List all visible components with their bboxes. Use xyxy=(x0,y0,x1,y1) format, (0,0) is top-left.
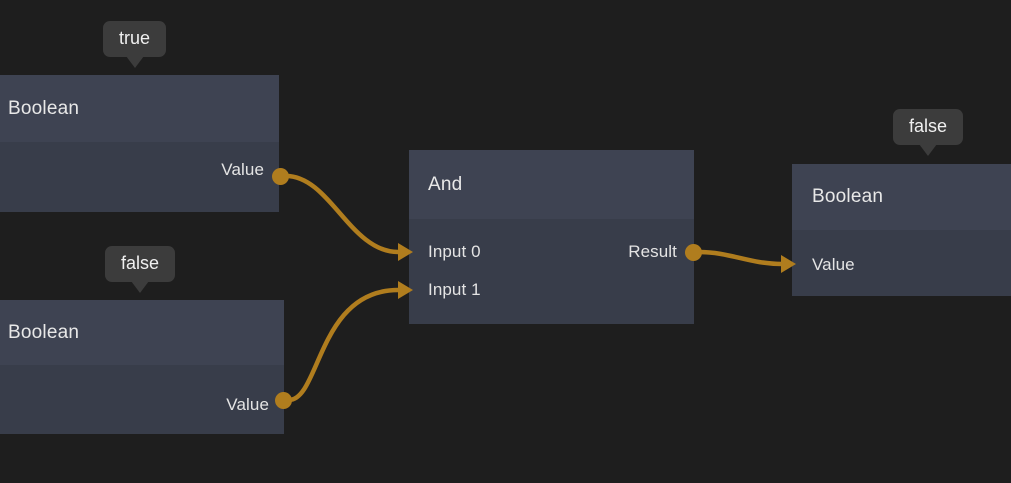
tooltip-text: false xyxy=(909,116,948,136)
port-row-value-input[interactable]: Value xyxy=(812,246,855,284)
node-header[interactable]: Boolean xyxy=(0,300,284,365)
node-and[interactable]: And Input 0 Input 1 Result xyxy=(409,150,694,324)
port-arrow-boolean-false-right-value[interactable] xyxy=(781,255,796,273)
node-title: Boolean xyxy=(812,186,884,207)
tooltip-boolean-false-left: false xyxy=(105,246,176,293)
node-boolean-false-right[interactable]: Boolean Value xyxy=(792,164,1011,296)
port-dot-and-result[interactable] xyxy=(685,244,702,261)
port-dot-boolean-true-value[interactable] xyxy=(272,168,289,185)
port-arrow-and-input-1[interactable] xyxy=(398,281,413,299)
port-row-input-1[interactable]: Input 1 xyxy=(428,271,481,309)
tooltip-text: true xyxy=(119,28,151,48)
node-title: And xyxy=(428,173,463,195)
node-title: Boolean xyxy=(8,97,80,119)
port-row-input-0[interactable]: Input 0 xyxy=(428,233,481,271)
node-header[interactable]: And xyxy=(409,150,694,219)
port-label-input-1: Input 1 xyxy=(428,280,481,299)
port-row-value-output[interactable]: Value xyxy=(226,380,269,430)
port-arrow-and-input-0[interactable] xyxy=(398,243,413,261)
node-boolean-true[interactable]: Boolean Value xyxy=(0,75,279,212)
tooltip-boolean-false-right: false xyxy=(893,109,964,156)
port-row-value-output[interactable]: Value xyxy=(221,142,264,198)
edge-and-result-to-boolean-false-value xyxy=(696,249,785,267)
node-body: Value xyxy=(0,142,279,212)
port-label-value: Value xyxy=(221,160,264,179)
tooltip-text: false xyxy=(121,253,160,273)
node-body: Input 0 Input 1 Result xyxy=(409,219,694,324)
port-row-result-output[interactable]: Result xyxy=(628,233,677,271)
node-header[interactable]: Boolean xyxy=(0,75,279,142)
node-boolean-false-left[interactable]: Boolean Value xyxy=(0,300,284,434)
node-header[interactable]: Boolean xyxy=(792,164,1011,230)
port-label-input-0: Input 0 xyxy=(428,242,481,261)
node-body: Value xyxy=(0,365,284,434)
port-label-value: Value xyxy=(226,395,269,414)
edge-boolean-false-to-and-input1 xyxy=(286,287,401,403)
edge-boolean-true-to-and-input0 xyxy=(283,173,401,255)
tooltip-boolean-true: true xyxy=(103,21,167,68)
port-dot-boolean-false-left-value[interactable] xyxy=(275,392,292,409)
node-body: Value xyxy=(792,230,1011,296)
port-label-result: Result xyxy=(628,242,677,261)
node-title: Boolean xyxy=(8,321,80,343)
port-label-value: Value xyxy=(812,255,855,274)
